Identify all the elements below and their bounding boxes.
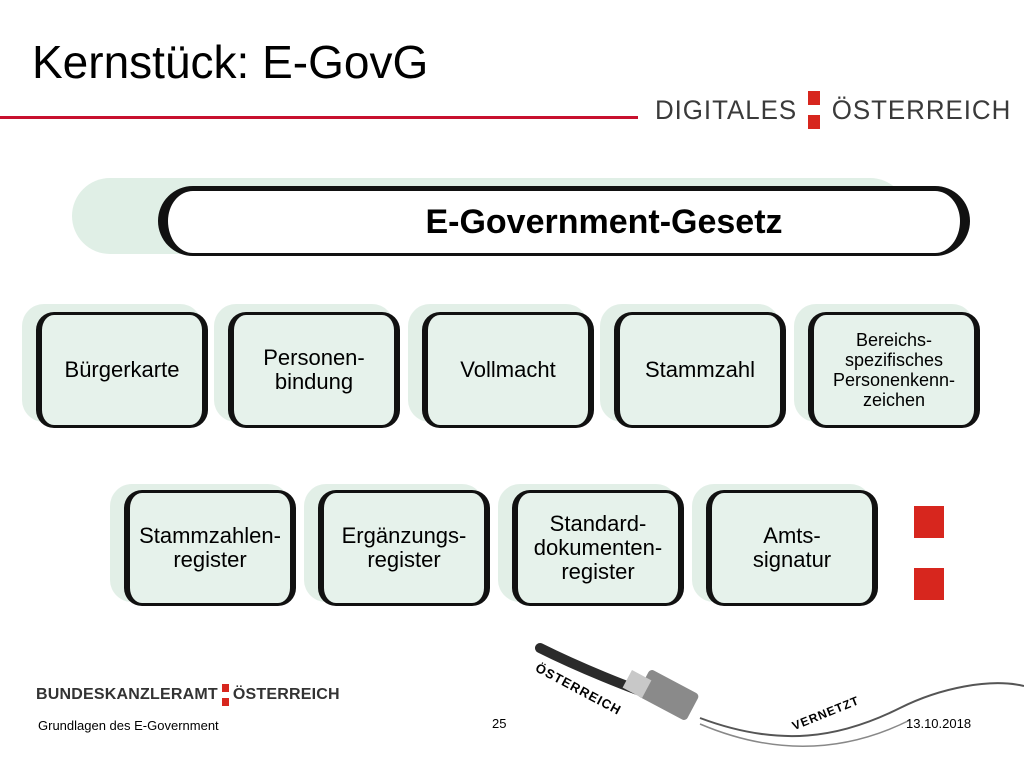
- card-personenbindung: Personen- bindung: [228, 312, 400, 428]
- logo-word-right: ÖSTERREICH: [831, 94, 1012, 125]
- logo-word-left: DIGITALES: [654, 94, 798, 125]
- card-vollmacht: Vollmacht: [422, 312, 594, 428]
- card-label: Bürgerkarte: [64, 357, 180, 382]
- card-label: Personen- bindung: [263, 345, 365, 394]
- card-label: Stammzahlen- register: [139, 523, 281, 572]
- red-square-icon: [914, 506, 944, 538]
- footer-date: 13.10.2018: [906, 716, 972, 731]
- banner-title: E-Government-Gesetz: [425, 202, 783, 241]
- card-stammzahl: Stammzahl: [614, 312, 786, 428]
- footer-logo-left: BUNDESKANZLERAMT: [36, 686, 218, 703]
- usb-cable-icon: [535, 643, 1024, 747]
- card-standarddokumentenregister: Standard- dokumenten- register: [512, 490, 684, 606]
- card-label: Stammzahl: [644, 357, 756, 382]
- footer-course: Grundlagen des E-Government: [38, 718, 219, 733]
- card-label: Bereichs- spezifisches Personenkenn- zei…: [832, 330, 956, 410]
- card-bpk: Bereichs- spezifisches Personenkenn- zei…: [808, 312, 980, 428]
- card-ergaenzungsregister: Ergänzungs- register: [318, 490, 490, 606]
- red-square-icon: [914, 568, 944, 600]
- card-label: Ergänzungs- register: [341, 523, 467, 572]
- card-buergerkarte: Bürgerkarte: [36, 312, 208, 428]
- title-rule: [0, 116, 638, 119]
- logo-mark-icon: [808, 91, 821, 129]
- card-label: Standard- dokumenten- register: [533, 511, 663, 584]
- digitales-oesterreich-logo: DIGITALES ÖSTERREICH: [652, 90, 1015, 130]
- slide-title: Kernstück: E-GovG: [32, 36, 429, 88]
- footer-logo-right: ÖSTERREICH: [232, 686, 340, 703]
- card-amtssignatur: Amts- signatur: [706, 490, 878, 606]
- card-stammzahlenregister: Stammzahlen- register: [124, 490, 296, 606]
- bundeskanzleramt-logo: BUNDESKANZLERAMT ÖSTERREICH: [36, 684, 340, 706]
- page-number: 25: [492, 716, 507, 731]
- footer-logo-mark-icon: [221, 684, 229, 706]
- card-label: Amts- signatur: [752, 523, 832, 572]
- banner: E-Government-Gesetz: [158, 186, 970, 256]
- card-label: Vollmacht: [460, 357, 556, 382]
